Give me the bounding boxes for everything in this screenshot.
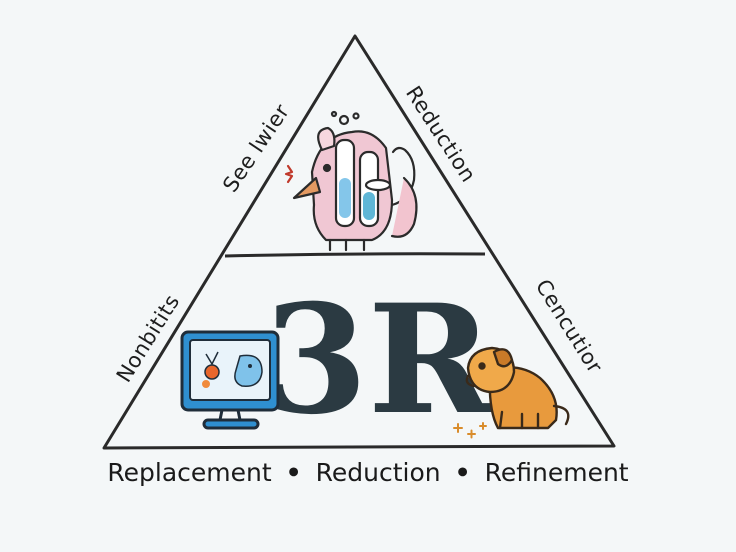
center-title: 3R: [263, 272, 493, 448]
footer-item-replacement: Replacement: [107, 458, 272, 487]
pyramid-divider: [224, 252, 486, 258]
footer-separator: •: [454, 458, 471, 487]
computer-monitor-icon: [180, 330, 280, 430]
label-bottom-right: Cencutior: [531, 275, 607, 377]
footer-separator: •: [285, 458, 302, 487]
pyramid-outline: [102, 34, 616, 450]
footer-item-reduction: Reduction: [315, 458, 441, 487]
dog-icon: [453, 346, 570, 439]
footer-labels: Replacement • Reduction • Refinement: [0, 458, 736, 487]
lab-animal-with-test-tubes-icon: [284, 110, 418, 252]
footer-item-refinement: Refinement: [484, 458, 629, 487]
label-bottom-left: Nonbitits: [112, 290, 185, 386]
label-top-left: See lwier: [218, 100, 294, 197]
